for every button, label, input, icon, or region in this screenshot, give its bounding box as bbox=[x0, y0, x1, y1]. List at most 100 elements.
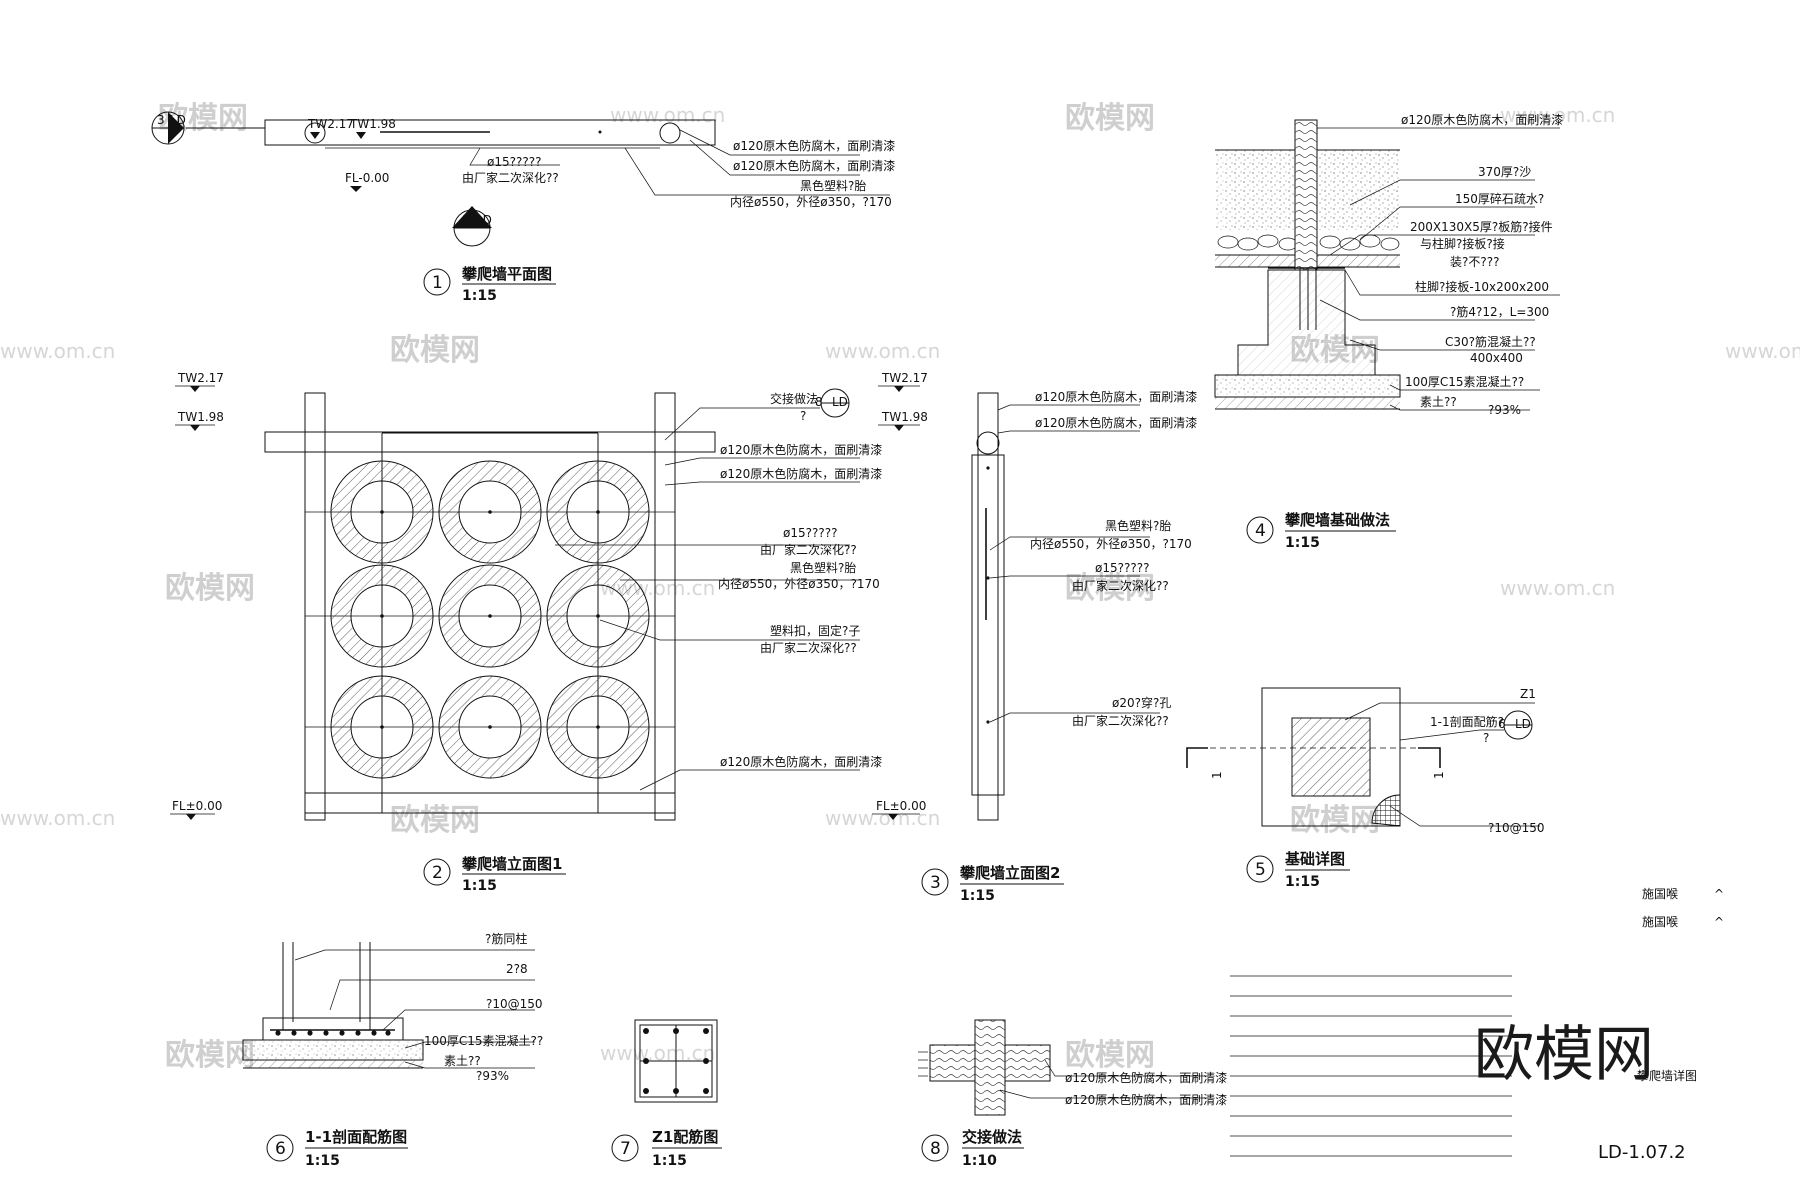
svg-text:3: 3 bbox=[157, 113, 165, 127]
svg-text:C30?筋混凝土??: C30?筋混凝土?? bbox=[1445, 334, 1536, 349]
svg-text:交接做法: 交接做法 bbox=[770, 391, 818, 406]
svg-text:www.om.cn: www.om.cn bbox=[825, 339, 940, 363]
svg-text:LD: LD bbox=[476, 213, 492, 227]
svg-text:欧模网: 欧模网 bbox=[165, 1038, 255, 1073]
title-7: 7 Z1配筋图 1:15 bbox=[611, 1128, 722, 1169]
section-ref-6[interactable]: 6 LD 1-1剖面配筋? ? bbox=[1399, 710, 1533, 745]
svg-text:1-1剖面配筋?: 1-1剖面配筋? bbox=[1430, 714, 1504, 729]
svg-text:内径ø550，外径ø350，?170: 内径ø550，外径ø350，?170 bbox=[718, 577, 880, 591]
svg-text:由厂家二次深化??: 由厂家二次深化?? bbox=[462, 170, 559, 185]
svg-text:1: 1 bbox=[1210, 771, 1224, 779]
ring-center-dot bbox=[488, 725, 492, 729]
svg-text:素土??: 素土?? bbox=[444, 1054, 481, 1068]
svg-text:ø20?穿?孔: ø20?穿?孔 bbox=[1112, 695, 1171, 710]
svg-text:www.om.cn: www.om.cn bbox=[1500, 103, 1615, 127]
svg-text:攀爬墙立面图2: 攀爬墙立面图2 bbox=[959, 864, 1060, 882]
svg-text:1: 1 bbox=[432, 273, 443, 293]
foundation-section: ø120原木色防腐木，面刷清漆 370厚?沙 150厚碎石疏水? 200X130… bbox=[1214, 112, 1563, 551]
svg-text:ø15?????: ø15????? bbox=[783, 526, 837, 540]
climbing-ring-9 bbox=[546, 675, 650, 779]
svg-text:?筋同柱: ?筋同柱 bbox=[485, 931, 527, 946]
watermarks: 欧模网 www.om.cn 欧模网 www.om.cn www.om.cn 欧模… bbox=[0, 101, 1800, 1073]
svg-text:攀爬墙基础做法: 攀爬墙基础做法 bbox=[1284, 511, 1390, 529]
svg-text:攀爬墙立面图1: 攀爬墙立面图1 bbox=[461, 855, 562, 873]
svg-text:1:15: 1:15 bbox=[305, 1153, 340, 1169]
svg-text:4: 4 bbox=[1255, 521, 1266, 541]
svg-text:ø120原木色防腐木，面刷清漆: ø120原木色防腐木，面刷清漆 bbox=[733, 158, 895, 173]
svg-text:370厚?沙: 370厚?沙 bbox=[1478, 165, 1531, 179]
svg-text:TW2.17: TW2.17 bbox=[177, 371, 224, 385]
svg-text:欧模网: 欧模网 bbox=[390, 803, 480, 838]
svg-text:200X130X5厚?板筋?接件: 200X130X5厚?板筋?接件 bbox=[1410, 219, 1553, 234]
svg-text:ø120原木色防腐木，面刷清漆: ø120原木色防腐木，面刷清漆 bbox=[720, 754, 882, 769]
levels-e2: TW2.17 TW1.98 FL±0.00 bbox=[872, 371, 928, 820]
svg-text:ø15?????: ø15????? bbox=[487, 155, 541, 169]
svg-text:柱脚?接板-10x200x200: 柱脚?接板-10x200x200 bbox=[1415, 279, 1549, 294]
title-5: 5 基础详图 1:15 bbox=[1246, 850, 1350, 890]
svg-text:欧模网: 欧模网 bbox=[1065, 1038, 1155, 1073]
svg-text:?: ? bbox=[800, 409, 806, 423]
svg-text:?筋4?12，L=300: ?筋4?12，L=300 bbox=[1450, 304, 1549, 319]
svg-text:6: 6 bbox=[275, 1139, 286, 1159]
svg-text:与柱脚?接板?接: 与柱脚?接板?接 bbox=[1420, 236, 1505, 251]
svg-text:由厂家二次深化??: 由厂家二次深化?? bbox=[1072, 713, 1169, 728]
title-4: 4 攀爬墙基础做法 1:15 bbox=[1246, 511, 1396, 551]
svg-text:Z1配筋图: Z1配筋图 bbox=[652, 1128, 718, 1146]
svg-text:欧模网: 欧模网 bbox=[165, 571, 255, 606]
climbing-ring-5 bbox=[438, 564, 542, 668]
sec11-leaders: ?筋同柱 2?8 ?10@150 100厚C15素混凝土?? 素土?? ?93% bbox=[294, 931, 543, 1083]
title-8: 8 交接做法 1:10 bbox=[921, 1128, 1024, 1169]
svg-text:ø15?????: ø15????? bbox=[1095, 561, 1149, 575]
svg-text:塑料扣，固定?子: 塑料扣，固定?子 bbox=[770, 623, 860, 638]
svg-text:基础详图: 基础详图 bbox=[1284, 850, 1345, 868]
ring-center-dot bbox=[380, 725, 384, 729]
ring-center-dot bbox=[380, 510, 384, 514]
svg-text:1: 1 bbox=[1432, 771, 1446, 779]
plan-leaders: ø120原木色防腐木，面刷清漆 ø120原木色防腐木，面刷清漆 黑色塑料?胎 内… bbox=[462, 129, 895, 209]
title-2: 2 攀爬墙立面图1 1:15 bbox=[423, 855, 566, 894]
section-1-1: ?筋同柱 2?8 ?10@150 100厚C15素混凝土?? 素土?? ?93%… bbox=[242, 931, 543, 1169]
svg-text:黑色塑料?胎: 黑色塑料?胎 bbox=[800, 178, 866, 193]
svg-text:2: 2 bbox=[462, 213, 470, 227]
svg-text:黑色塑料?胎: 黑色塑料?胎 bbox=[1105, 518, 1171, 533]
svg-text:1:15: 1:15 bbox=[960, 888, 995, 904]
svg-text:攀爬墙详图: 攀爬墙详图 bbox=[1637, 1068, 1697, 1083]
climbing-ring-2 bbox=[438, 460, 542, 564]
svg-text:LD: LD bbox=[170, 113, 186, 127]
svg-text:?93%: ?93% bbox=[1488, 403, 1521, 417]
svg-text:100厚C15素混凝土??: 100厚C15素混凝土?? bbox=[1405, 374, 1524, 389]
detail-ref-8[interactable]: 8 LD 交接做法 ? bbox=[664, 388, 850, 441]
climbing-ring-4 bbox=[330, 564, 434, 668]
climbing-ring-8 bbox=[438, 675, 542, 779]
svg-text:欧模网: 欧模网 bbox=[390, 333, 480, 368]
ring-center-dot bbox=[380, 614, 384, 618]
svg-text:TW1.98: TW1.98 bbox=[881, 410, 928, 424]
climbing-ring-7 bbox=[330, 675, 434, 779]
base-detail: 1 1 Z1 6 LD 1-1剖面配筋? ? ?10@150 5 基础详图 1:… bbox=[1186, 687, 1545, 890]
svg-text:?10@150: ?10@150 bbox=[486, 997, 543, 1011]
svg-text:100厚C15素混凝土??: 100厚C15素混凝土?? bbox=[424, 1033, 543, 1048]
section-marker-3[interactable]: 3 LD bbox=[151, 111, 265, 145]
section-marker-2[interactable]: 2 LD bbox=[452, 206, 492, 247]
ring-center-dot bbox=[488, 510, 492, 514]
svg-text:内径ø550，外径ø350，?170: 内径ø550，外径ø350，?170 bbox=[730, 195, 892, 209]
svg-text:素土??: 素土?? bbox=[1420, 395, 1457, 409]
rebar-dots bbox=[275, 1030, 391, 1036]
svg-text:ø120原木色防腐木，面刷清漆: ø120原木色防腐木，面刷清漆 bbox=[1035, 389, 1197, 404]
ring-center-dot bbox=[596, 614, 600, 618]
svg-text:攀爬墙平面图: 攀爬墙平面图 bbox=[461, 265, 552, 283]
ring-center-dot bbox=[488, 614, 492, 618]
svg-text:^: ^ bbox=[1714, 887, 1724, 901]
title-1: 1 攀爬墙平面图 1:15 bbox=[423, 265, 556, 304]
elevation-1: TW2.17 TW1.98 FL±0.00 8 LD 交接做法 ? bbox=[170, 371, 882, 894]
foundation-leaders: ø120原木色防腐木，面刷清漆 370厚?沙 150厚碎石疏水? 200X130… bbox=[1317, 112, 1563, 417]
svg-text:Z1: Z1 bbox=[1520, 687, 1536, 701]
svg-text:www.om.cn: www.om.cn bbox=[825, 806, 940, 830]
sheet-number: LD-1.07.2 bbox=[1598, 1142, 1686, 1163]
svg-text:8: 8 bbox=[930, 1139, 941, 1159]
svg-text:FL±0.00: FL±0.00 bbox=[876, 799, 926, 813]
svg-text:TW1.98: TW1.98 bbox=[349, 117, 396, 131]
svg-text:ø120原木色防腐木，面刷清漆: ø120原木色防腐木，面刷清漆 bbox=[1401, 112, 1563, 127]
climbing-ring-1 bbox=[330, 460, 434, 564]
